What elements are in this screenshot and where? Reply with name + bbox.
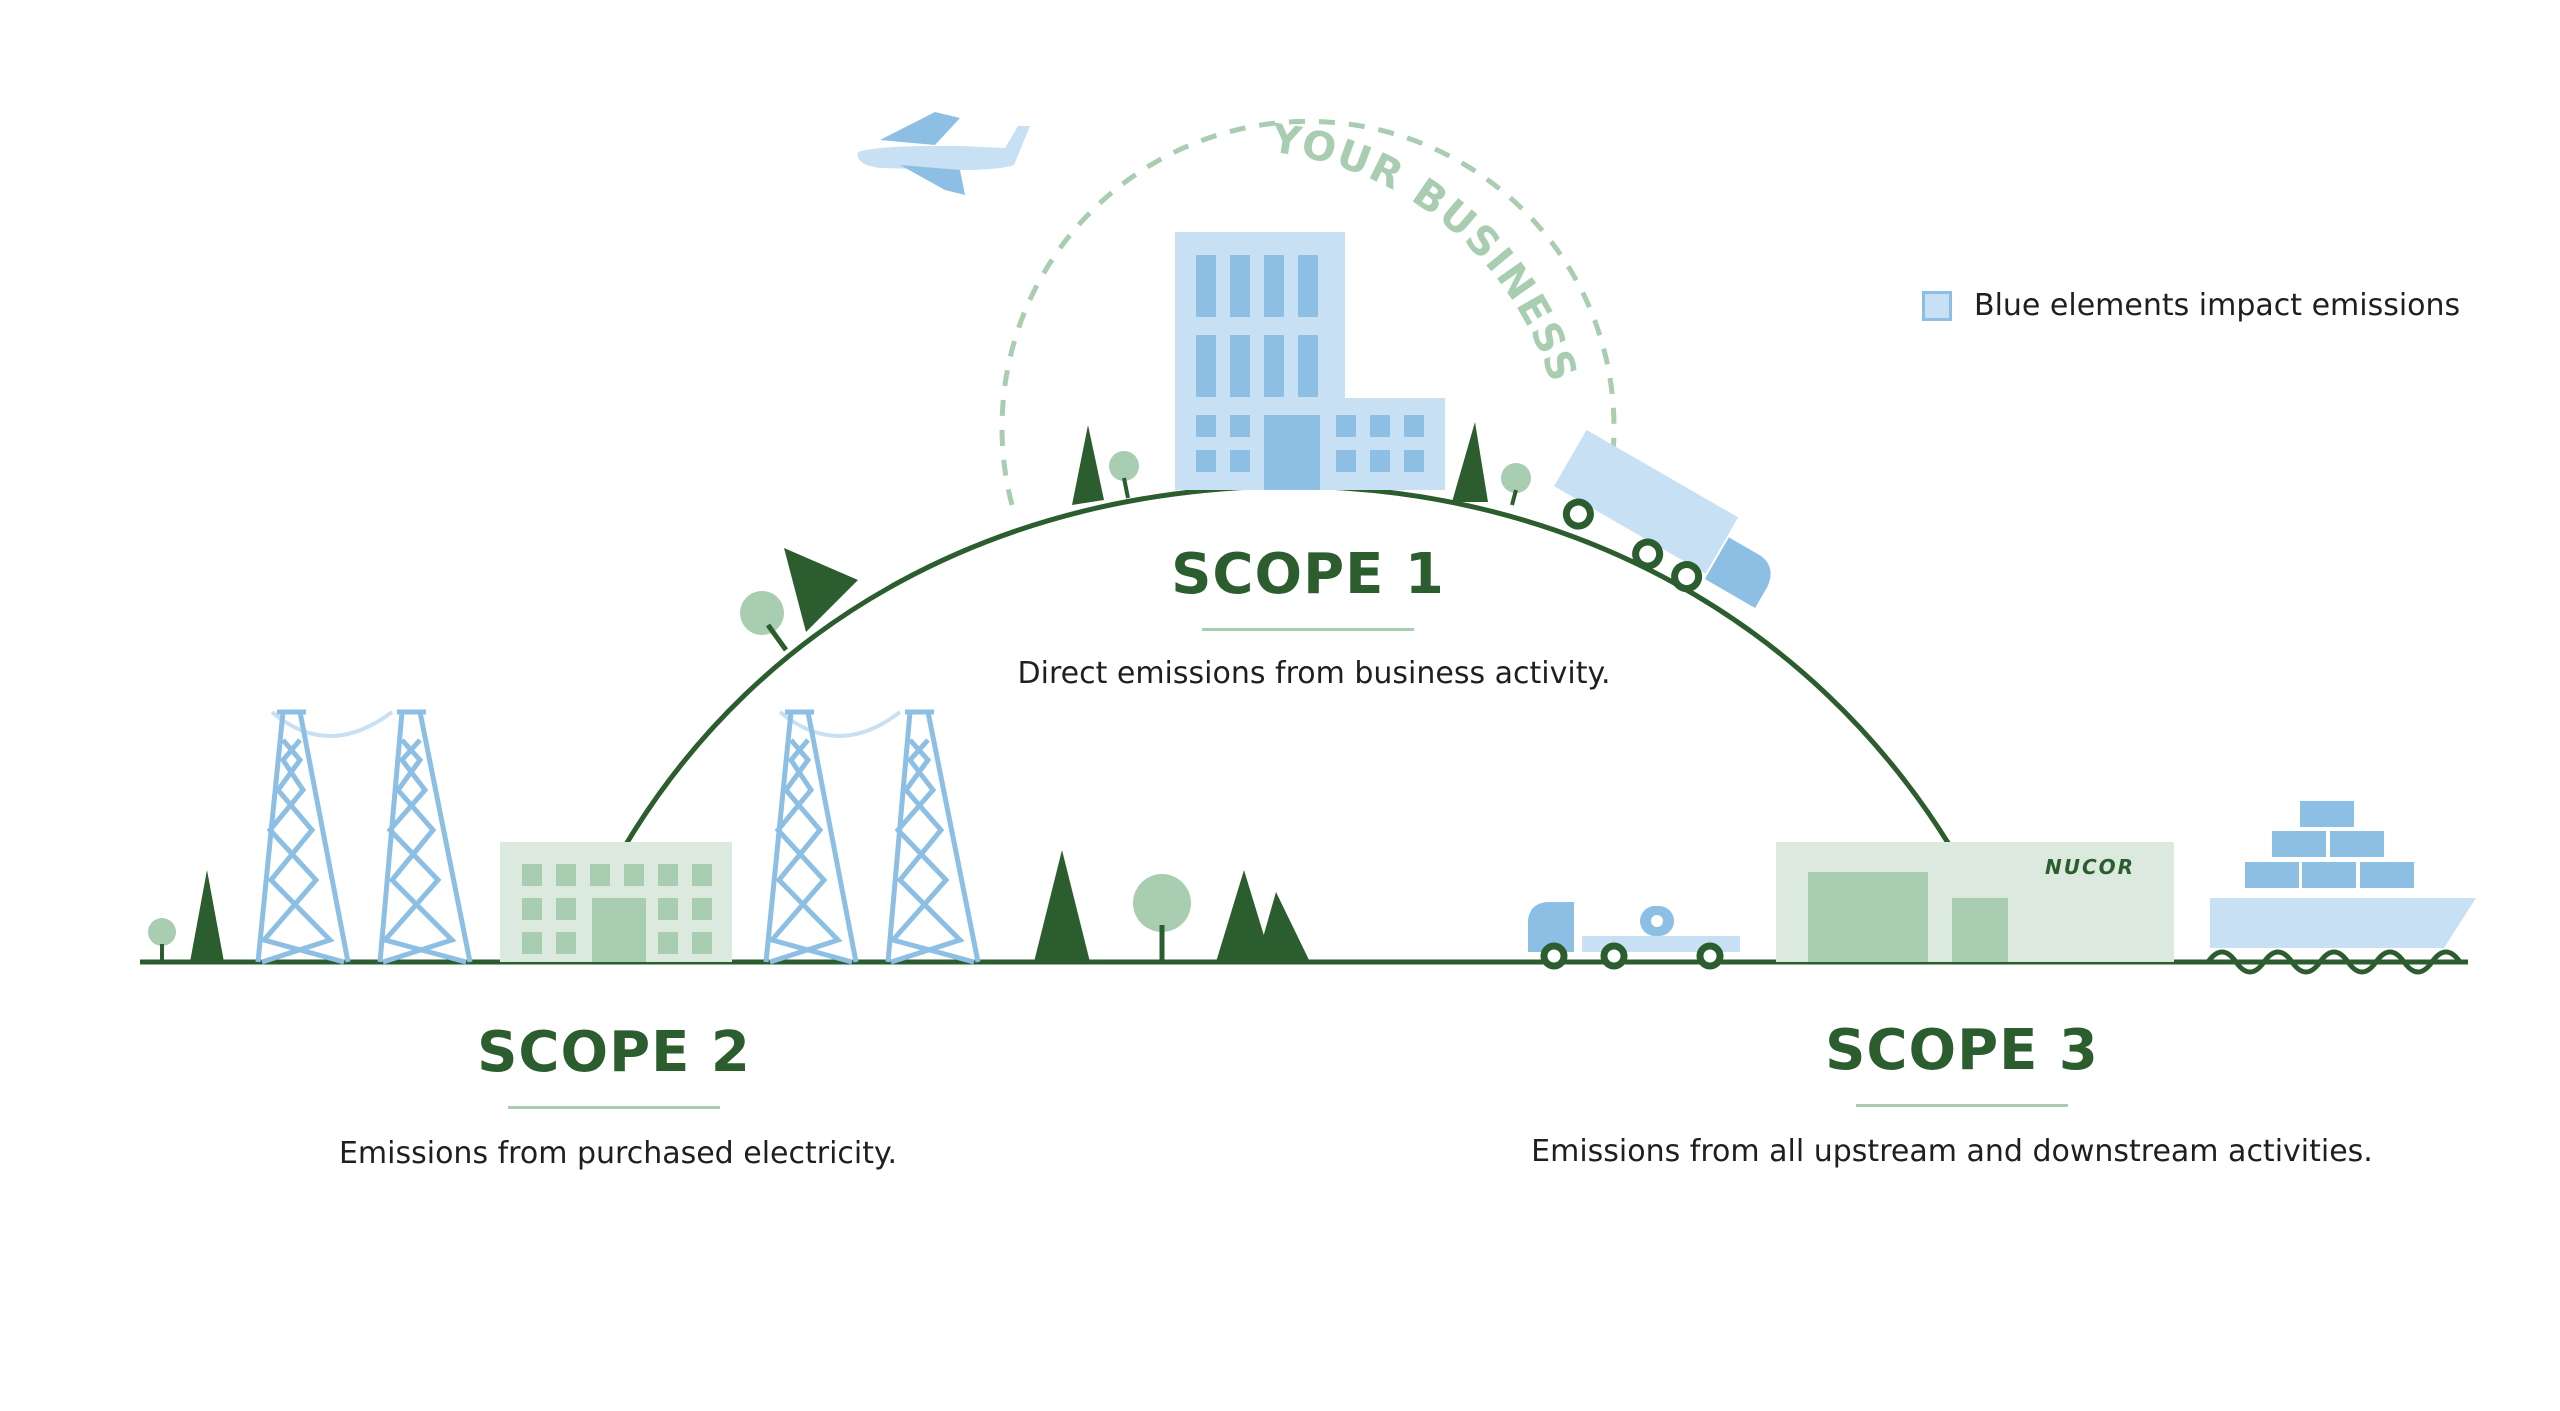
flatbed-truck-icon <box>1528 902 1740 970</box>
tree-icon <box>1072 425 1104 505</box>
tree-icon <box>1109 451 1139 499</box>
scope1-title: SCOPE 1 <box>1171 542 1445 607</box>
tree-icon <box>190 870 224 962</box>
legend-swatch <box>1922 290 1952 321</box>
factory-icon <box>500 842 732 962</box>
your-business-dashed-arc <box>999 118 1617 506</box>
power-tower-icon <box>763 709 981 965</box>
legend-label: Blue elements impact emissions <box>1974 288 2461 323</box>
scope2-underline <box>508 1106 720 1109</box>
scope3-underline <box>1856 1104 2068 1107</box>
nucor-building-icon: NUCOR <box>1776 842 2174 962</box>
legend: Blue elements impact emissions <box>1922 288 2460 323</box>
tree-icon <box>148 918 176 962</box>
truck-icon <box>1554 429 1771 608</box>
scope2-title: SCOPE 2 <box>477 1020 751 1085</box>
tree-icon <box>740 591 789 652</box>
tree-icon <box>1133 874 1191 962</box>
tree-icon <box>1216 870 1310 962</box>
tree-icon <box>1452 422 1488 502</box>
tree-icon <box>784 548 858 632</box>
power-tower-icon <box>255 709 473 965</box>
scope1-underline <box>1202 628 1414 631</box>
cargo-ship-icon <box>2205 801 2476 975</box>
scope3-description: Emissions from all upstream and downstre… <box>1531 1134 2373 1169</box>
tree-icon <box>1034 850 1090 962</box>
scope3-title: SCOPE 3 <box>1825 1018 2099 1083</box>
scope1-description: Direct emissions from business activity. <box>1017 656 1611 691</box>
scope2-description: Emissions from purchased electricity. <box>338 1136 898 1171</box>
office-building-icon <box>1175 232 1445 490</box>
tree-icon <box>1501 463 1531 506</box>
brand-label: NUCOR <box>2045 855 2135 879</box>
airplane-icon <box>857 112 1030 195</box>
